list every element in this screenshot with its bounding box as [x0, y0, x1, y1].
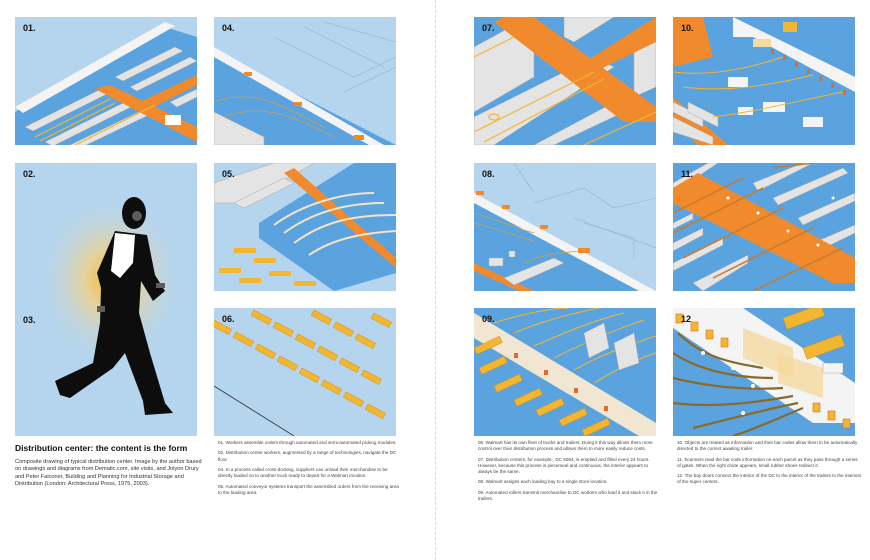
panel-11: 11. [673, 163, 855, 291]
panel-label: 07. [482, 23, 495, 33]
note-07: 07. Distribution centers, for example , … [478, 456, 650, 474]
panel-label: 01. [23, 23, 36, 33]
page-gutter [435, 0, 436, 560]
note-09: 09. Automated rollers transmit merchandi… [478, 489, 658, 501]
notes-column-1: 01. Workers assemble orders through auto… [218, 440, 403, 500]
note-12: 12. The bay doors connect the interior o… [677, 473, 862, 485]
panel-01: 01. [15, 17, 197, 145]
panel-05: 05. [214, 163, 396, 291]
picking-modules-illustration [15, 17, 197, 145]
truck-fleet-illustration [214, 308, 396, 436]
dc-interior-illustration [474, 17, 656, 145]
panel-04: 04. [214, 17, 396, 145]
note-06: 06. Walmart has its own fleet of trucks … [478, 440, 653, 452]
panel-label: 11. [681, 169, 694, 179]
bay-doors-illustration [673, 308, 855, 436]
panel-06: 06. [214, 308, 396, 436]
panel-08: 08. [474, 163, 656, 291]
figure-description: Composite drawing of typical distributio… [15, 459, 202, 488]
panel-label: 06. [222, 314, 235, 324]
note-10: 10. Objects are treated as information a… [677, 440, 858, 452]
note-11: 11. Scanners read the bar code informati… [677, 456, 858, 468]
panel-label: 10. [681, 23, 694, 33]
notes-column-3: 10. Objects are treated as information a… [677, 440, 862, 490]
walking-worker-illustration [15, 163, 197, 436]
panel-label: 05. [222, 169, 235, 179]
note-02: 02. Distribution center workers, augment… [218, 450, 397, 462]
panel-12: 12 [673, 308, 855, 436]
panel-09: 09. [474, 308, 656, 436]
panel-label: 08. [482, 169, 495, 179]
notes-column-2: 06. Walmart has its own fleet of trucks … [478, 440, 663, 506]
panel-label: 04. [222, 23, 235, 33]
barcode-sorting-illustration [673, 17, 855, 145]
cross-docking-illustration [214, 17, 396, 145]
conveyor-loading-illustration [214, 163, 396, 291]
panel-label: 02. [23, 169, 36, 179]
panel-label: 09. [482, 314, 495, 324]
note-04: 04. In a process called cross-docking, s… [218, 466, 388, 479]
note-05: 05. Automated conveyor systems transport… [218, 483, 399, 495]
note-08: 08. Walmart assigns each loading bay to … [478, 479, 608, 485]
loading-bays-illustration [474, 163, 656, 291]
panel-07: 07. [474, 17, 656, 145]
panel-label: 03. [23, 315, 36, 325]
scanner-gates-illustration [673, 163, 855, 291]
panel-02-03: 02. 03. [15, 163, 197, 436]
panel-10: 10. [673, 17, 855, 145]
figure-title: Distribution center: the content is the … [15, 443, 188, 453]
note-01: 01. Workers assemble orders through auto… [218, 440, 397, 445]
rollers-trailers-illustration [474, 308, 656, 436]
panel-label: 12 [681, 314, 692, 324]
